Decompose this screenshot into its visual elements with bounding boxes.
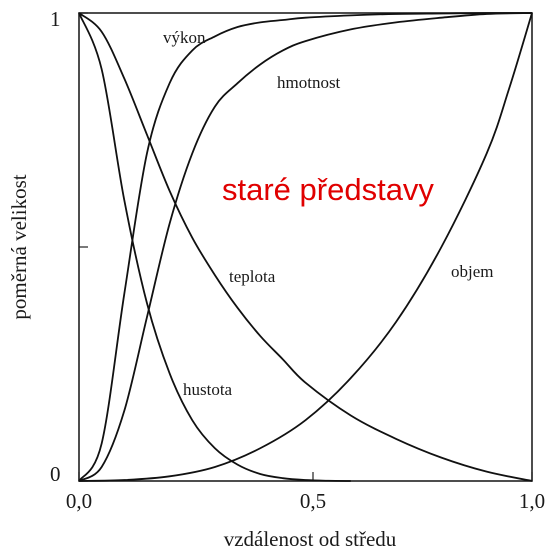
- label-objem: objem: [451, 262, 494, 281]
- series-line-3: [78, 12, 351, 482]
- label-hustota: hustota: [183, 380, 233, 399]
- series-line-4: [78, 12, 533, 482]
- y-tick-label-0: 0: [50, 462, 61, 486]
- y-tick-label-1: 1: [50, 7, 61, 31]
- x-tick-label-mid: 0,5: [300, 489, 326, 513]
- label-vykon: výkon: [163, 28, 206, 47]
- series-line-1: [78, 12, 533, 482]
- x-tick-label-0: 0,0: [66, 489, 92, 513]
- label-teplota: teplota: [229, 267, 276, 286]
- series-curves: [78, 12, 533, 482]
- y-axis-label: poměrná velikost: [7, 174, 31, 319]
- x-tick-label-1: 1,0: [519, 489, 545, 513]
- chart-title: staré představy: [222, 172, 434, 207]
- label-hmotnost: hmotnost: [277, 73, 341, 92]
- series-line-2: [78, 12, 533, 482]
- series-line-0: [78, 12, 533, 482]
- x-axis-label: vzdálenost od středu: [224, 527, 397, 551]
